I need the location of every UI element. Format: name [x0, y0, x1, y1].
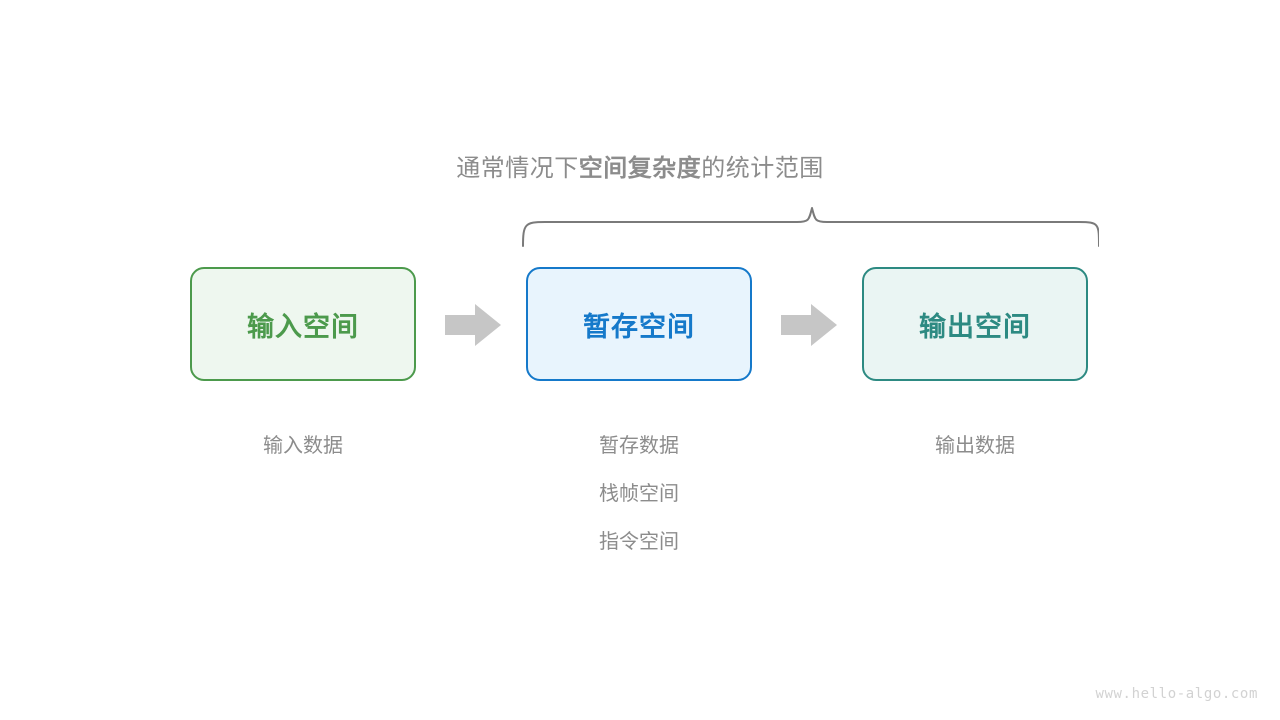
stage-items-temp: 暂存数据 栈帧空间 指令空间 [526, 422, 752, 566]
stage-items-input: 输入数据 [190, 422, 416, 470]
stage-box-temp[interactable]: 暂存空间 [526, 267, 752, 381]
list-item: 指令空间 [599, 531, 679, 553]
arrow-input-to-temp [445, 304, 501, 346]
list-item: 暂存数据 [599, 435, 679, 457]
list-item: 栈帧空间 [599, 483, 679, 505]
stage-box-output[interactable]: 输出空间 [862, 267, 1088, 381]
scope-brace [515, 198, 1100, 248]
caption-suffix: 的统计范围 [701, 155, 824, 182]
caption-emphasis: 空间复杂度 [578, 155, 702, 182]
right-arrow-icon [781, 304, 837, 346]
stage-box-temp-label: 暂存空间 [583, 311, 695, 342]
stage-items-output: 输出数据 [862, 422, 1088, 470]
list-item: 输入数据 [263, 435, 343, 457]
scope-caption: 通常情况下空间复杂度的统计范围 [0, 148, 1280, 183]
stage-box-input-label: 输入空间 [247, 311, 359, 342]
right-arrow-icon [445, 304, 501, 346]
stage-box-input[interactable]: 输入空间 [190, 267, 416, 381]
brace-icon [522, 207, 1100, 247]
stage-box-output-label: 输出空间 [919, 311, 1031, 342]
list-item: 输出数据 [935, 435, 1015, 457]
caption-prefix: 通常情况下 [456, 155, 579, 182]
watermark: www.hello-algo.com [1095, 686, 1258, 702]
arrow-temp-to-output [781, 304, 837, 346]
